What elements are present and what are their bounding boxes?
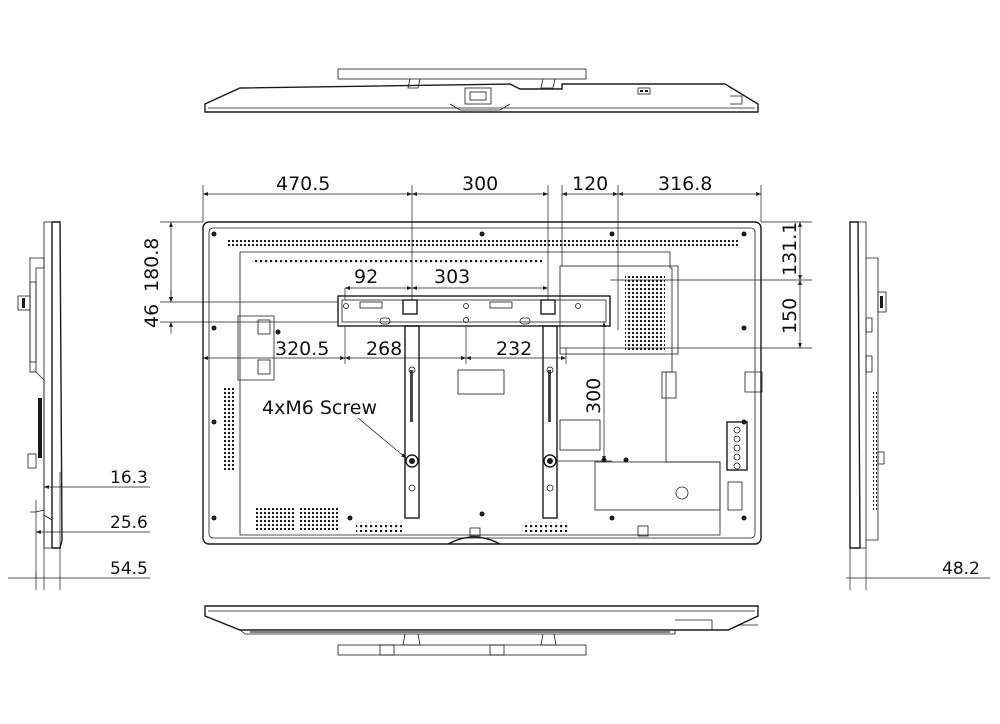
vertical-bracket-arms (404, 325, 558, 519)
dim-303: 303 (434, 266, 470, 288)
dim-300-top: 300 (462, 173, 498, 195)
dim-316: 316.8 (658, 173, 712, 195)
dim-180: 180.8 (141, 238, 163, 292)
left-side-view (17, 221, 63, 549)
dimension-lines (8, 185, 990, 590)
dim-16: 16.3 (110, 468, 148, 488)
dim-120: 120 (572, 173, 608, 195)
dim-320: 320.5 (275, 338, 329, 360)
rear-view (202, 221, 763, 545)
top-view (204, 68, 759, 113)
dim-46: 46 (141, 304, 163, 328)
top-vent (226, 238, 738, 246)
dim-470: 470.5 (276, 173, 330, 195)
right-side-view (849, 221, 887, 549)
dimension-labels: 470.5 300 120 316.8 180.8 46 131.1 150 9… (110, 173, 980, 579)
dim-150: 150 (779, 298, 801, 334)
dim-131: 131.1 (779, 222, 801, 276)
dim-48: 48.2 (942, 559, 980, 579)
dim-92: 92 (354, 266, 378, 288)
wall-mount-bracket (337, 295, 611, 327)
bottom-vent (254, 506, 294, 532)
dim-232: 232 (496, 338, 532, 360)
dim-300-vert: 300 (583, 378, 605, 414)
dim-268: 268 (366, 338, 402, 360)
bottom-view (204, 605, 759, 656)
dim-25: 25.6 (110, 513, 148, 533)
screw-label: 4xM6 Screw (262, 397, 377, 419)
dim-54: 54.5 (110, 559, 148, 579)
